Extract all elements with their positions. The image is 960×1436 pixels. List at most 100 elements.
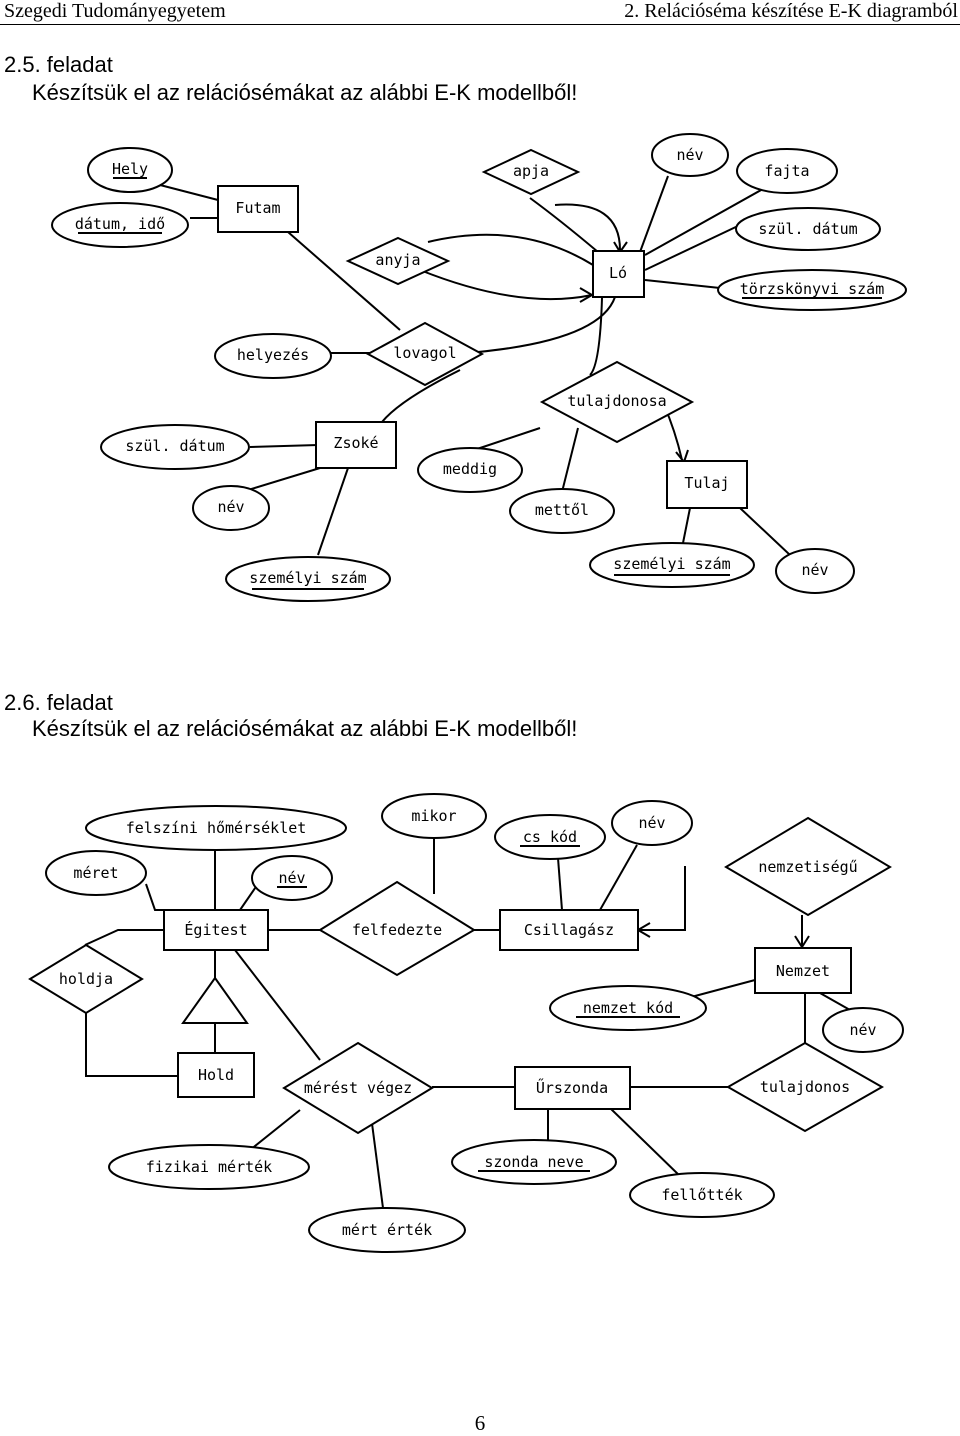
d2-entity-urszonda: Űrszonda — [514, 1066, 631, 1110]
d1-attr-fajta-label: fajta — [764, 162, 809, 180]
d2-rel-tulajdonos-label: tulajdonos — [760, 1078, 850, 1096]
d1-attr-helyezes: helyezés — [214, 333, 332, 379]
d2-attr-nemzet-kod: nemzet kód — [549, 985, 707, 1031]
d2-rel-holdja: holdja — [28, 943, 144, 1015]
er-diagram-2: felszíni hőmérséklet méret név mikor cs … — [28, 793, 904, 1253]
d1-entity-tulaj: Tulaj — [666, 460, 748, 509]
d1-attr-szul-datum-lo-label: szül. dátum — [758, 220, 857, 238]
d1-attr-torzskonyvi-szam-label: törzskönyvi szám — [740, 280, 885, 298]
page-header: Szegedi Tudományegyetem 2. Relációséma k… — [0, 0, 960, 25]
d2-attr-fellottek-label: fellőtték — [661, 1186, 742, 1204]
d1-attr-szul-datum-zsoke-label: szül. dátum — [125, 437, 224, 455]
header-university: Szegedi Tudományegyetem — [4, 0, 226, 22]
d2-attr-nev-nemzet: név — [822, 1007, 904, 1053]
d2-entity-csillagasz: Csillagász — [499, 909, 639, 951]
header-chapter: 2. Relációséma készítése E-K diagramból — [624, 0, 958, 22]
d2-attr-mert-ertek: mért érték — [308, 1207, 466, 1253]
d2-entity-hold-label: Hold — [198, 1066, 234, 1084]
task2-title: 2.6. feladat — [4, 690, 113, 715]
d2-attr-fellottek: fellőtték — [629, 1172, 775, 1218]
task1-title: 2.5. feladat — [4, 52, 113, 77]
d1-attr-hely-label: Hely — [112, 160, 148, 178]
d2-entity-nemzet: Nemzet — [754, 947, 852, 994]
d2-attr-nev-csillagasz-label: név — [638, 814, 665, 832]
d2-attr-nev-csillagasz: név — [611, 800, 693, 846]
d2-attr-cs-kod: cs kód — [494, 814, 606, 860]
d1-rel-apja-label: apja — [513, 162, 549, 180]
d2-attr-mikor: mikor — [381, 793, 487, 839]
d1-entity-lo: Ló — [592, 250, 645, 298]
d2-attr-mikor-label: mikor — [411, 807, 456, 825]
d2-isa-triangle — [181, 976, 249, 1024]
d2-rel-merest-vegez: mérést végez — [282, 1041, 434, 1135]
d1-attr-mettol: mettől — [509, 488, 615, 534]
d2-rel-nemzetisegu: nemzetiségű — [724, 816, 892, 917]
d2-rel-tulajdonos: tulajdonos — [725, 1041, 885, 1133]
d2-attr-felszini-homerseklet: felszíni hőmérséklet — [85, 805, 347, 851]
d2-entity-csillagasz-label: Csillagász — [524, 921, 614, 939]
d2-rel-felfedezte-label: felfedezte — [352, 921, 442, 939]
d1-attr-szul-datum-lo: szül. dátum — [735, 207, 881, 251]
d1-rel-anyja: anyja — [345, 236, 451, 286]
d1-attr-nev-zsoke: név — [192, 485, 270, 531]
d1-connectors — [159, 175, 791, 556]
d1-attr-szemelyi-szam-zsoke: személyi szám — [225, 556, 391, 602]
d2-attr-nemzet-kod-label: nemzet kód — [583, 999, 673, 1017]
d1-entity-zsoke-label: Zsoké — [333, 434, 378, 452]
d1-attr-torzskonyvi-szam: törzskönyvi szám — [717, 269, 907, 311]
d1-attr-datum-ido: dátum, idő — [51, 202, 189, 248]
d2-entity-hold: Hold — [177, 1052, 255, 1098]
d2-rel-felfedezte: felfedezte — [318, 880, 476, 977]
d2-entity-egitest: Égitest — [163, 909, 269, 951]
d1-rel-lovagol-label: lovagol — [393, 344, 456, 362]
d2-entity-egitest-label: Égitest — [184, 920, 247, 939]
d2-attr-nev-nemzet-label: név — [849, 1021, 876, 1039]
d2-attr-mert-ertek-label: mért érték — [342, 1221, 432, 1239]
d1-entity-lo-label: Ló — [609, 264, 627, 282]
d1-entity-zsoke: Zsoké — [315, 421, 397, 469]
d1-rel-lovagol: lovagol — [365, 321, 485, 387]
d1-rel-tulajdonosa-label: tulajdonosa — [567, 392, 666, 410]
d1-entity-tulaj-label: Tulaj — [684, 474, 729, 492]
d2-attr-felszini-homerseklet-label: felszíni hőmérséklet — [126, 819, 307, 837]
d2-attr-meret-label: méret — [73, 864, 118, 882]
task1-description: Készítsük el az relációsémákat az alábbi… — [32, 80, 578, 105]
d1-attr-helyezes-label: helyezés — [237, 346, 309, 364]
d2-rel-nemzetisegu-label: nemzetiségű — [758, 858, 857, 876]
d2-attr-meret: méret — [45, 850, 147, 896]
d1-attr-szul-datum-zsoke: szül. dátum — [100, 424, 250, 470]
d1-entity-futam-label: Futam — [235, 199, 280, 217]
d1-attr-datum-ido-label: dátum, idő — [75, 215, 165, 233]
er-diagram-1: Hely dátum, idő név fajta szül. dátum tö… — [51, 133, 907, 602]
d2-entity-nemzet-label: Nemzet — [776, 962, 830, 980]
d1-attr-meddig-label: meddig — [443, 460, 497, 478]
d1-rel-anyja-label: anyja — [375, 251, 420, 269]
d1-entity-futam: Futam — [217, 185, 299, 233]
d2-attr-fizikai-mertek-label: fizikai mérték — [146, 1158, 272, 1176]
d2-attr-fizikai-mertek: fizikai mérték — [108, 1144, 310, 1190]
d2-rel-holdja-label: holdja — [59, 970, 113, 988]
d2-attr-szonda-neve-label: szonda neve — [484, 1153, 583, 1171]
d1-rel-tulajdonosa: tulajdonosa — [539, 360, 695, 444]
d1-attr-szemelyi-szam-tulaj: személyi szám — [589, 542, 755, 588]
d1-attr-szemelyi-szam-zsoke-label: személyi szám — [249, 569, 366, 587]
d1-attr-nev-zsoke-label: név — [217, 498, 244, 516]
d2-attr-szonda-neve: szonda neve — [451, 1139, 617, 1185]
task2-description: Készítsük el az relációsémákat az alábbi… — [32, 716, 578, 741]
d2-attr-nev-egitest-label: név — [278, 869, 305, 887]
d2-entity-urszonda-label: Űrszonda — [536, 1077, 608, 1097]
page-number: 6 — [474, 1411, 486, 1435]
d1-attr-fajta: fajta — [736, 148, 838, 194]
d1-attr-szemelyi-szam-tulaj-label: személyi szám — [613, 555, 730, 573]
d2-attr-cs-kod-label: cs kód — [523, 828, 577, 846]
d1-attr-nev-lo: név — [651, 133, 729, 177]
d1-attr-hely: Hely — [87, 147, 173, 193]
d1-attr-meddig: meddig — [417, 447, 523, 493]
d1-attr-nev-tulaj: név — [775, 548, 855, 594]
d1-rel-apja: apja — [481, 148, 581, 196]
d1-attr-nev-tulaj-label: név — [801, 561, 828, 579]
d2-attr-nev-egitest: név — [251, 855, 333, 901]
d2-rel-merest-vegez-label: mérést végez — [304, 1079, 412, 1097]
d1-attr-nev-lo-label: név — [676, 146, 703, 164]
d1-attr-mettol-label: mettől — [535, 501, 589, 519]
